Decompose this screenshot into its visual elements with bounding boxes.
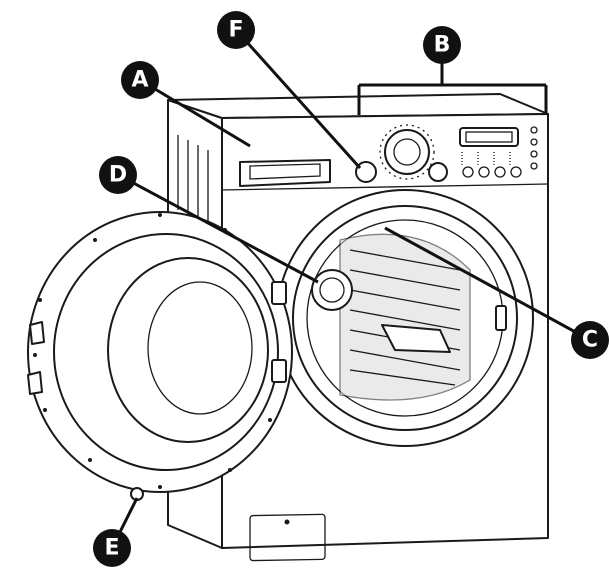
drum: [339, 233, 471, 401]
callout-f-label: F: [228, 18, 243, 43]
callout-d-label: D: [109, 163, 127, 188]
filter-access-panel: [249, 513, 326, 562]
bleach-dispenser: [311, 269, 353, 311]
callout-e-label: E: [104, 536, 119, 561]
gasket-area: [311, 269, 353, 311]
callout-a-label: A: [131, 68, 148, 93]
leader-d: [123, 176, 319, 284]
callout-e: E: [93, 529, 131, 567]
drum-lifter: [381, 324, 451, 353]
leader-lines: [111, 28, 591, 547]
door-glass: [107, 257, 269, 443]
callout-d: D: [99, 156, 137, 194]
leader-c: [384, 226, 591, 342]
leader-b: [357, 62, 548, 115]
cycle-selector-dial: [384, 129, 430, 175]
leader-a: [139, 78, 251, 148]
callout-a: A: [121, 61, 159, 99]
detergent-dispenser-drawer: [239, 159, 331, 187]
door-latch: [495, 305, 507, 331]
callout-c-label: C: [582, 328, 598, 353]
callout-b: B: [423, 26, 461, 64]
leader-f: [234, 28, 362, 170]
open-door: [27, 211, 293, 501]
callout-f: F: [217, 11, 255, 49]
display-window: [459, 127, 519, 147]
callout-b-label: B: [434, 33, 451, 58]
start-button: [428, 162, 448, 182]
drum-assembly: [276, 189, 534, 447]
callout-c: C: [571, 321, 609, 359]
